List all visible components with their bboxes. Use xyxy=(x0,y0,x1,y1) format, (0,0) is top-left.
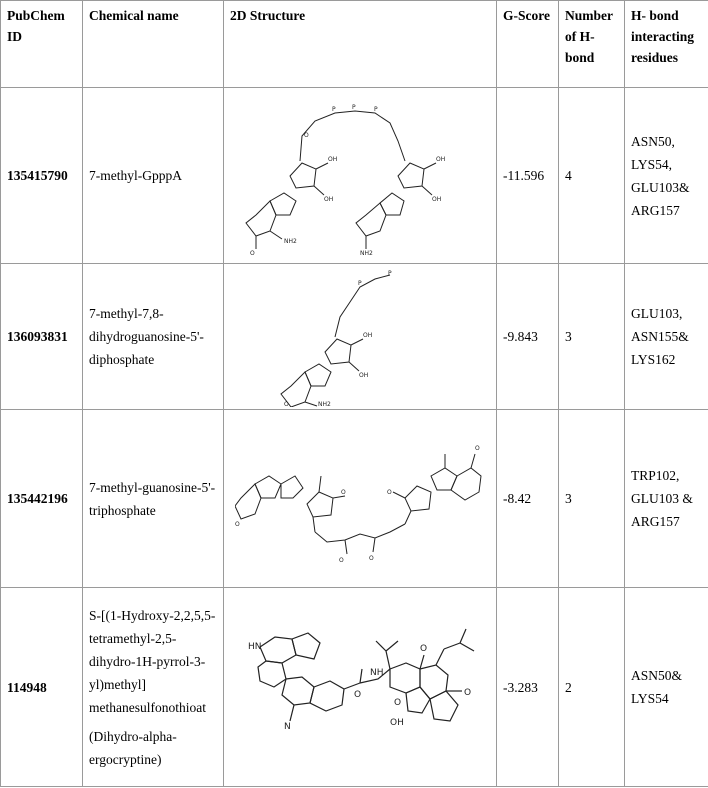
hbond-count: 4 xyxy=(558,87,625,264)
diphosphate-structure-icon: P P OH OH O NH2 xyxy=(280,270,392,407)
svg-text:P: P xyxy=(352,104,356,111)
g-score: -8.42 xyxy=(496,409,559,588)
svg-text:O: O xyxy=(420,644,427,654)
hbond-count: 2 xyxy=(558,587,625,787)
residue: LYS162 xyxy=(631,352,676,367)
table-row: 114948 S-[(1-Hydroxy-2,2,5,5-tetramethyl… xyxy=(0,587,708,787)
svg-text:O: O xyxy=(339,557,344,564)
interacting-residues: GLU103, ASN155& LYS162 xyxy=(624,263,708,410)
g-score: -9.843 xyxy=(496,263,559,410)
chemical-name: 7-methyl-GpppA xyxy=(82,87,224,264)
residue: ASN50& xyxy=(631,668,683,683)
svg-text:NH: NH xyxy=(370,668,384,678)
svg-text:OH: OH xyxy=(432,196,441,203)
svg-text:O: O xyxy=(250,250,255,257)
svg-text:O: O xyxy=(464,688,471,698)
residue: ARG157 xyxy=(631,514,680,529)
table-header-row: PubChem ID Chemical name 2D Structure G-… xyxy=(0,0,708,88)
residue: TRP102, xyxy=(631,468,680,483)
ergocryptine-structure-icon: HN N O NH O OH O O xyxy=(248,628,475,732)
hbond-count: 3 xyxy=(558,263,625,410)
pubchem-id: 136093831 xyxy=(0,263,83,410)
residue: ASN155& xyxy=(631,329,689,344)
hbond-count: 3 xyxy=(558,409,625,588)
interacting-residues: ASN50, LYS54, GLU103& ARG157 xyxy=(624,87,708,264)
svg-text:P: P xyxy=(388,270,392,277)
svg-text:HN: HN xyxy=(248,642,262,652)
table-row: 136093831 7-methyl-7,8-dihydroguanosine-… xyxy=(0,263,708,410)
header-hbond-count: Number of H-bond xyxy=(558,0,625,88)
residue: GLU103 & xyxy=(631,491,693,506)
header-residues: H- bond interacting residues xyxy=(624,0,708,88)
chemical-name: 7-methyl-7,8-dihydroguanosine-5'-diphosp… xyxy=(82,263,224,410)
structure-cell: O O O O O O xyxy=(223,409,497,588)
g-score: -11.596 xyxy=(496,87,559,264)
residue: GLU103, xyxy=(631,306,683,321)
structure-cell: P P OH OH O NH2 xyxy=(223,263,497,410)
svg-text:NH2: NH2 xyxy=(318,401,331,407)
triphosphate-structure-icon: O O O O O O xyxy=(235,445,482,564)
svg-text:O: O xyxy=(394,698,401,708)
svg-text:P: P xyxy=(358,280,362,287)
svg-text:O: O xyxy=(387,489,392,496)
pubchem-id: 135415790 xyxy=(0,87,83,264)
svg-text:NH2: NH2 xyxy=(360,250,373,257)
table-row: 135442196 7-methyl-guanosine-5'-triphosp… xyxy=(0,409,708,588)
svg-text:OH: OH xyxy=(324,196,333,203)
pubchem-id: 114948 xyxy=(0,587,83,787)
svg-text:OH: OH xyxy=(363,332,372,339)
svg-text:O: O xyxy=(235,521,240,528)
header-id: PubChem ID xyxy=(0,0,83,88)
header-structure: 2D Structure xyxy=(223,0,497,88)
svg-text:O: O xyxy=(341,489,346,496)
residue: LYS54, xyxy=(631,156,673,172)
svg-text:OH: OH xyxy=(390,718,404,728)
header-gscore: G-Score xyxy=(496,0,559,88)
residue: GLU103& xyxy=(631,179,690,195)
svg-text:NH2: NH2 xyxy=(284,238,297,245)
svg-text:OH: OH xyxy=(436,156,445,163)
svg-text:P: P xyxy=(332,106,336,113)
structure-cell: HN N O NH O OH O O xyxy=(223,587,497,787)
residue: LYS54 xyxy=(631,691,669,706)
residue: ASN50, xyxy=(631,133,675,149)
chemical-name-cell: S-[(1-Hydroxy-2,2,5,5-tetramethyl-2,5-di… xyxy=(82,587,224,787)
header-name: Chemical name xyxy=(82,0,224,88)
interacting-residues: ASN50& LYS54 xyxy=(624,587,708,787)
svg-text:OH: OH xyxy=(328,156,337,163)
residue: ARG157 xyxy=(631,202,680,218)
chemical-name: 7-methyl-guanosine-5'-triphosphate xyxy=(82,409,224,588)
interacting-residues: TRP102, GLU103 & ARG157 xyxy=(624,409,708,588)
svg-text:P: P xyxy=(374,106,378,113)
chemical-name: S-[(1-Hydroxy-2,2,5,5-tetramethyl-2,5-di… xyxy=(89,607,216,715)
svg-text:O: O xyxy=(284,401,289,407)
svg-text:O: O xyxy=(354,690,361,700)
svg-text:O: O xyxy=(304,132,309,139)
svg-text:OH: OH xyxy=(359,372,368,379)
chemical-name-alt: (Dihydro-alpha-ergocryptine) xyxy=(89,728,177,767)
svg-text:O: O xyxy=(475,445,480,452)
table-row: 135415790 7-methyl-GpppA xyxy=(0,87,708,264)
g-score: -3.283 xyxy=(496,587,559,787)
svg-text:N: N xyxy=(284,722,291,732)
svg-text:O: O xyxy=(369,555,374,562)
pubchem-id: 135442196 xyxy=(0,409,83,588)
